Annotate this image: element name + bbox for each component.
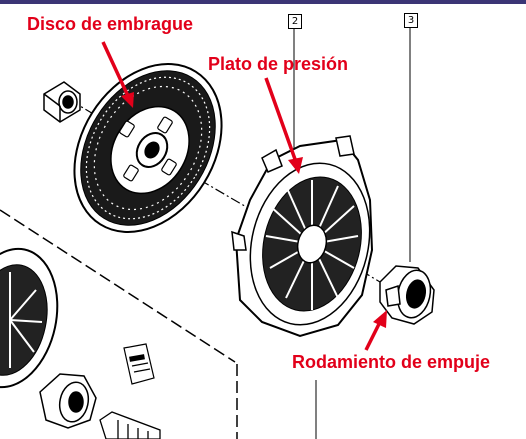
pressure-plate-label: Plato de presión [208, 54, 349, 74]
part-number-3: 3 [404, 13, 418, 28]
second-clutch-assembly [0, 247, 59, 389]
alignment-tool [99, 411, 161, 439]
instruction-leaflet [123, 343, 155, 385]
release-bearing-label: Rodamiento de empuje [292, 352, 491, 372]
top-border-bar [0, 0, 526, 4]
part-number-2: 2 [288, 14, 302, 29]
pressure-plate [231, 135, 374, 338]
bottom-bearing [39, 373, 97, 429]
release-bearing [379, 265, 435, 325]
clutch-disc-label: Disco de embrague [27, 14, 194, 34]
callout-arrows [101, 41, 387, 351]
reference-leader-lines [293, 27, 411, 439]
seal-ring [43, 81, 81, 123]
clutch-disc [73, 63, 223, 233]
kit-dashed-outline [0, 209, 238, 439]
